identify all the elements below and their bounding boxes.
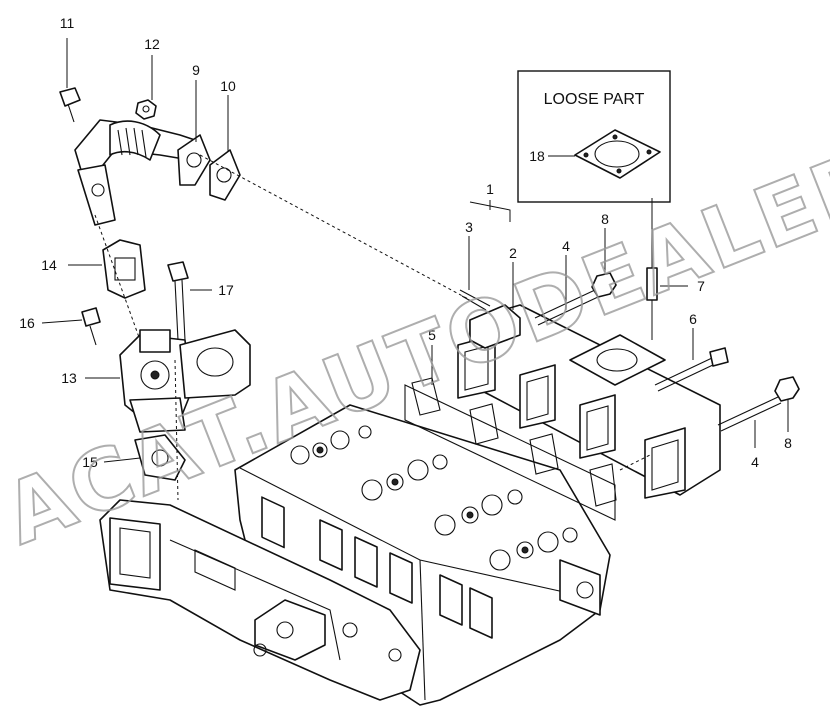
callout-16: 16 [19,315,35,331]
intake-manifold [99,499,421,701]
loose-part-box: LOOSE PART [517,70,671,203]
exhaust-gasket [404,377,617,521]
bolt-4a [534,289,599,326]
callout-7: 7 [697,278,705,294]
callout-8a: 8 [601,211,609,227]
bolt-17 [167,261,189,341]
callout-1: 1 [486,181,494,197]
callout-5: 5 [428,327,436,343]
bolt-11 [59,87,81,123]
callout-3: 3 [465,219,473,235]
callout-8b: 8 [784,435,792,451]
callout-12: 12 [144,36,160,52]
callout-10: 10 [220,78,236,94]
nut-8b [774,376,800,402]
callout-4a: 4 [562,238,570,254]
callout-9: 9 [192,62,200,78]
callout-13: 13 [61,370,77,386]
callout-4b: 4 [751,454,759,470]
bolt-16 [81,307,101,346]
bolt-4b [717,396,782,432]
egr-valve [119,329,251,433]
callout-14: 14 [41,257,57,273]
callout-6: 6 [689,311,697,327]
bolt-6 [654,347,729,392]
nut-12 [135,99,157,120]
exhaust-manifold [457,304,721,499]
callout-2: 2 [509,245,517,261]
gasket-10 [209,149,241,201]
callout-labels: 11 12 9 10 14 17 16 13 15 1 3 2 4 8 5 7 … [19,15,792,470]
callout-17: 17 [218,282,234,298]
stud-7 [646,267,658,301]
loose-part-title: LOOSE PART [544,91,645,108]
egr-pipe [74,119,196,226]
gasket-14 [102,239,146,299]
leader-lines [41,38,789,501]
gasket-18 [574,129,661,179]
callout-15: 15 [82,454,98,470]
callout-18: 18 [529,148,545,164]
nut-8a [591,272,617,298]
callout-11: 11 [60,15,75,31]
gasket-15 [134,434,186,481]
